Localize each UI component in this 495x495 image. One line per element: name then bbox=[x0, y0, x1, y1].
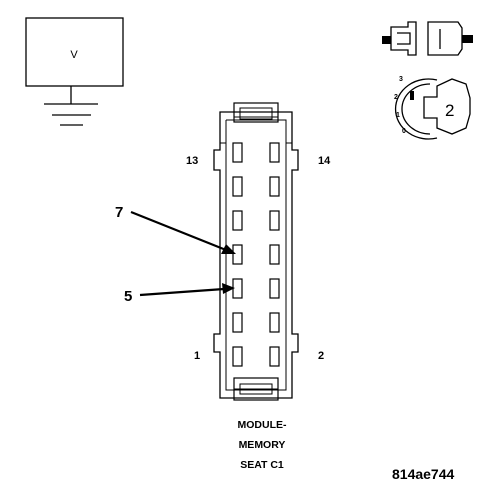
seat-module-connector bbox=[213, 102, 299, 401]
pin-label-1: 1 bbox=[194, 350, 200, 362]
pin-cavity-10 bbox=[269, 210, 280, 231]
connector-name-line-3: SEAT C1 bbox=[240, 459, 284, 471]
pin-cavity-11 bbox=[232, 176, 243, 197]
ground-icon bbox=[44, 86, 98, 126]
connector-name-line-1: MODULE- bbox=[238, 419, 287, 431]
pin-label-2: 2 bbox=[318, 350, 324, 362]
voltmeter-symbol: V bbox=[25, 17, 124, 126]
callout-pin-7: 7 bbox=[115, 204, 236, 254]
key-position-3: 3 bbox=[399, 76, 403, 83]
pin-cavity-2 bbox=[269, 346, 280, 367]
pin-cavity-14 bbox=[269, 142, 280, 163]
voltmeter-label: V bbox=[70, 49, 78, 61]
key-position-2: 2 bbox=[394, 94, 398, 101]
connector-name-line-2: MEMORY bbox=[239, 439, 286, 451]
pin-cavity-4 bbox=[269, 312, 280, 333]
pin-label-13: 13 bbox=[186, 155, 198, 167]
connector-housing bbox=[213, 111, 299, 399]
callout-label-5: 5 bbox=[124, 288, 132, 305]
key-position-number: 2 bbox=[445, 101, 454, 120]
pin-cavity-8 bbox=[269, 244, 280, 265]
pin-cavity-6 bbox=[269, 278, 280, 299]
figure-id: 814ae744 bbox=[392, 466, 455, 482]
callout-label-7: 7 bbox=[115, 204, 123, 221]
callout-pin-5: 5 bbox=[124, 283, 235, 305]
connector-inner-wall bbox=[220, 119, 292, 391]
pin-cavity-5 bbox=[232, 278, 243, 299]
pin-label-14: 14 bbox=[318, 155, 331, 167]
key-position-1: 1 bbox=[396, 112, 400, 119]
pin-cavity-13 bbox=[232, 142, 243, 163]
disconnected-connector-icon bbox=[382, 21, 473, 56]
key-position-0: 0 bbox=[402, 128, 406, 135]
ignition-key-icon: 2 3 2 1 0 bbox=[394, 76, 471, 140]
pin-cavity-1 bbox=[232, 346, 243, 367]
pin-cavity-9 bbox=[232, 210, 243, 231]
pin-cavity-3 bbox=[232, 312, 243, 333]
pin-cavity-7 bbox=[232, 244, 243, 265]
connector-cavities bbox=[232, 142, 280, 367]
connector-bottom-latch bbox=[233, 377, 279, 401]
pin-cavity-12 bbox=[269, 176, 280, 197]
